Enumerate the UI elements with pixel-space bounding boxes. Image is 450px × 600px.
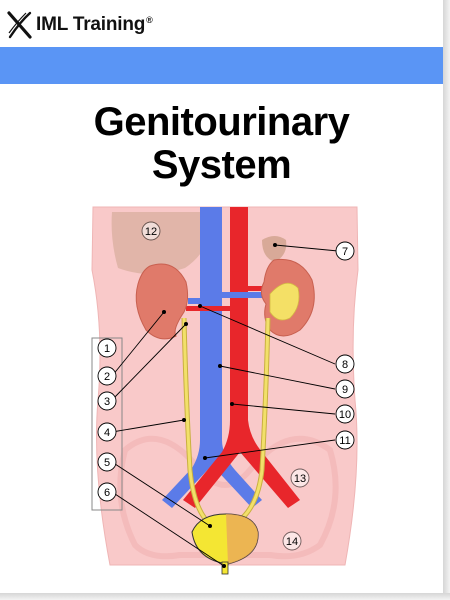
callout-8: 8 [335,354,355,374]
brand-logo: IML Training® [6,8,153,42]
urethra [221,561,229,575]
spleen [262,236,287,262]
svg-text:14: 14 [286,536,298,548]
svg-text:1: 1 [104,343,110,355]
header-band [0,47,443,84]
vena-cava [162,207,262,508]
renal-artery-right [248,286,272,291]
callout-3: 3 [97,391,117,411]
brand-name: IML Training® [36,14,153,35]
renal-artery-left [186,306,232,311]
callout-9: 9 [335,379,355,399]
ureter-left-fill [182,317,212,526]
svg-text:4: 4 [104,427,110,439]
renal-vein-left [188,298,202,304]
bladder-cross-section [226,514,259,564]
svg-text:8: 8 [342,359,348,371]
renal-pelvis [269,282,300,321]
callout-7: 7 [335,241,355,261]
cover-shadow-right [443,0,450,600]
aorta [183,207,300,508]
svg-text:10: 10 [339,409,351,421]
svg-text:11: 11 [339,435,350,447]
callout-13: 13 [290,468,310,488]
leader-lines [111,244,339,567]
kidney-left [135,263,189,340]
title-line-1: Genitourinary [93,100,350,144]
svg-text:13: 13 [294,473,306,485]
callout-5: 5 [97,452,117,472]
callout-4: 4 [97,422,117,442]
callout-10: 10 [335,404,355,424]
ureter-right-fill [239,317,270,522]
adrenal-gland [232,270,246,284]
genitourinary-diagram: 1 2 3 4 5 6 7 8 9 10 11 12 13 14 [91,206,359,575]
callout-bracket [91,337,123,511]
liver [111,212,215,274]
callout-12: 12 [141,221,161,241]
callout-11: 11 [335,430,355,450]
svg-text:12: 12 [145,226,157,238]
callout-6: 6 [97,482,117,502]
title-line-2: System [151,143,292,187]
svg-text:2: 2 [104,371,110,383]
callout-1: 1 [97,338,117,358]
svg-text:9: 9 [342,384,348,396]
svg-text:6: 6 [104,487,110,499]
callout-2: 2 [97,366,117,386]
svg-text:5: 5 [104,457,110,469]
svg-text:3: 3 [104,396,110,408]
callout-14: 14 [282,531,302,551]
iml-x-logo-icon [7,11,32,39]
cover-shadow-bottom [0,593,450,600]
pelvis-outline [117,435,339,560]
leader-dots [162,243,277,568]
registered-mark: ® [146,14,153,25]
svg-text:7: 7 [342,246,348,258]
renal-vein-right [222,292,270,298]
